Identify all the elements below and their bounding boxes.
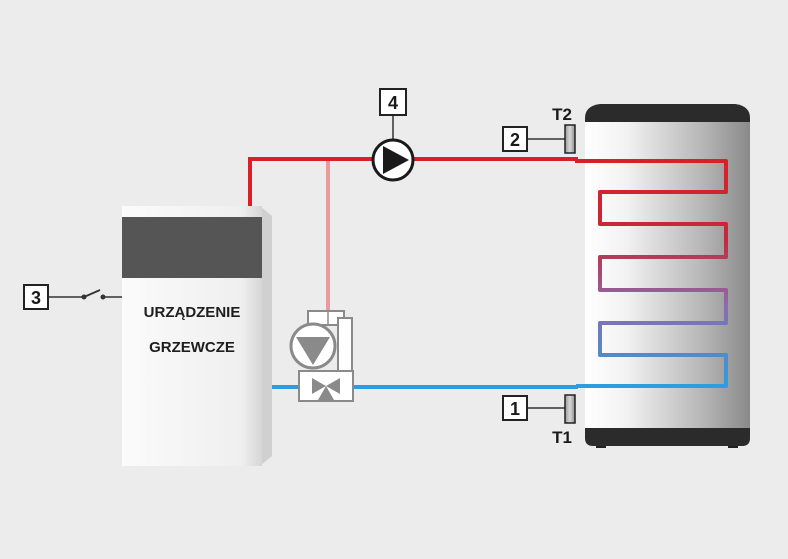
marker-2-label: 2 — [510, 130, 520, 150]
circulation-pump-icon — [371, 116, 415, 182]
supply-pipe-hot — [248, 157, 578, 208]
device-label-line2: GRZEWCZE — [149, 339, 235, 356]
sensor-t2: T2 — [527, 105, 576, 154]
marker-4: 4 — [379, 88, 407, 116]
heating-coil — [575, 159, 728, 388]
sensor-label-t2: T2 — [552, 105, 572, 124]
device-label-line1: URZĄDZENIE — [144, 304, 241, 321]
heating-device: URZĄDZENIE GRZEWCZE — [122, 206, 272, 466]
hot-water-tank — [585, 104, 750, 448]
sensor-label-t1: T1 — [552, 428, 572, 447]
sensor-t1: T1 — [527, 394, 576, 447]
boiler-top-panel — [122, 217, 262, 278]
marker-4-label: 4 — [388, 93, 398, 113]
temperature-sensor-icon — [564, 124, 576, 154]
marker-3-label: 3 — [31, 288, 41, 308]
marker-2: 2 — [502, 126, 528, 152]
marker-1-label: 1 — [510, 399, 520, 419]
temperature-sensor-icon — [564, 394, 576, 424]
tank-bottom-cap — [585, 428, 750, 446]
tank-top-cap — [585, 104, 750, 122]
pump-with-mixing-valve-icon — [289, 310, 354, 402]
tank-body — [585, 104, 750, 446]
switch-icon — [49, 289, 122, 300]
marker-1: 1 — [502, 395, 528, 421]
marker-3: 3 — [23, 284, 49, 310]
